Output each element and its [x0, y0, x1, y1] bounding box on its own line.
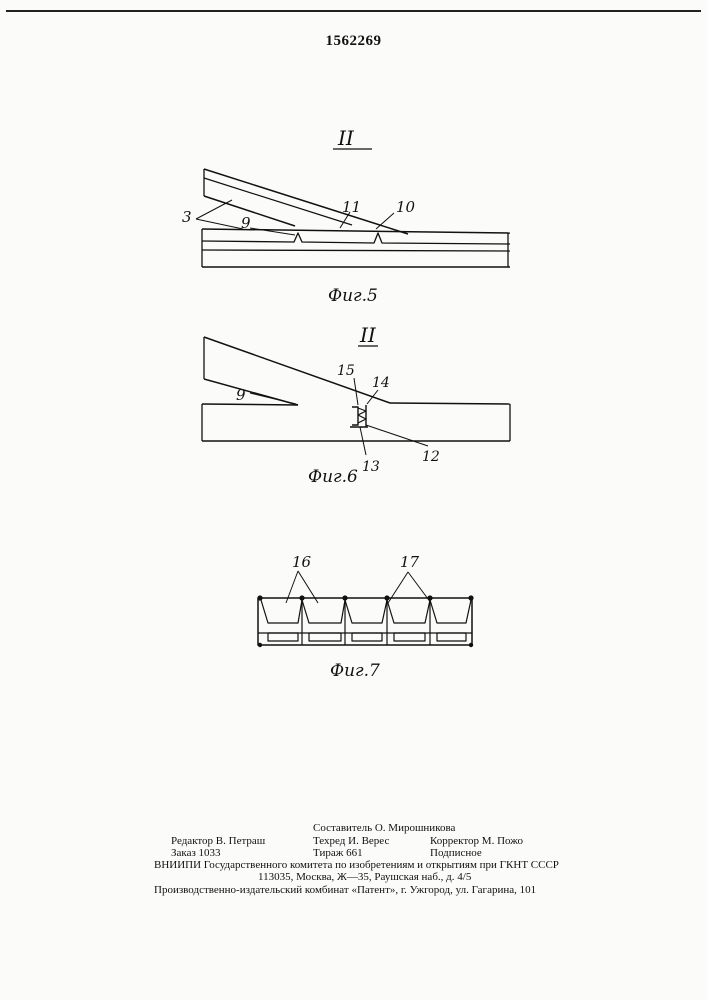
fig6-label-15: 15	[337, 363, 355, 379]
imprint-plant: Производственно-издательский комбинат «П…	[154, 884, 536, 897]
fig5-branch-inner-edge	[204, 178, 352, 225]
fig7-outer-frame	[258, 598, 472, 645]
fig6-label-13: 13	[362, 459, 380, 475]
fig6-caption: Фиг.6	[308, 467, 358, 487]
fig6-label-14: 14	[372, 375, 390, 391]
fig7-drawing	[257, 571, 473, 647]
fig6-label-12: 12	[422, 449, 440, 465]
fig6-main-top-edge	[390, 403, 510, 404]
fig5-leader-3b	[196, 219, 243, 229]
fig5-label-3: 3	[182, 208, 192, 226]
fig6-section-label: II	[359, 323, 377, 347]
fig6-label-9: 9	[236, 386, 246, 404]
fig7-hinge-dots	[257, 595, 473, 647]
fig7-label-17: 17	[400, 553, 420, 571]
imprint-techred: Техред И. Верес	[313, 835, 389, 848]
imprint-editor: Редактор В. Петраш	[171, 835, 265, 848]
fig5-groove-line	[202, 233, 510, 244]
fig5-branch-top-edge	[204, 169, 408, 234]
imprint-subscription: Подписное	[430, 847, 482, 860]
imprint-institute: ВНИИПИ Государственного комитета по изоб…	[154, 859, 559, 872]
imprint-address: 113035, Москва, Ж—35, Раушская наб., д. …	[258, 871, 471, 884]
fig6-lock-bracket	[352, 407, 358, 425]
fig5-caption: Фиг.5	[328, 286, 378, 306]
fig6-lock-spring	[358, 408, 366, 423]
fig5-leader-9	[250, 228, 295, 235]
fig6-drawing	[202, 337, 510, 455]
fig6-leader-9	[250, 393, 296, 404]
fig5-label-11: 11	[342, 198, 361, 216]
imprint-order: Заказ 1033	[171, 847, 221, 860]
imprint-corrector: Корректор М. Пожо	[430, 835, 523, 848]
fig7-caption: Фиг.7	[330, 661, 380, 681]
fig6-main-top-left	[202, 404, 298, 405]
fig5-leader-3a	[196, 200, 232, 219]
fig7-cells	[261, 600, 471, 645]
fig6-leader-12	[366, 425, 428, 446]
fig5-label-9: 9	[241, 214, 251, 232]
imprint-compiler: Составитель О. Мирошникова	[313, 822, 455, 835]
fig5-label-10: 10	[396, 198, 416, 216]
imprint-circulation: Тираж 661	[313, 847, 363, 860]
fig5-inner-line	[202, 250, 510, 251]
fig5-section-label: II	[337, 126, 355, 150]
fig7-label-16: 16	[292, 553, 312, 571]
fig6-leader-14	[367, 390, 378, 404]
